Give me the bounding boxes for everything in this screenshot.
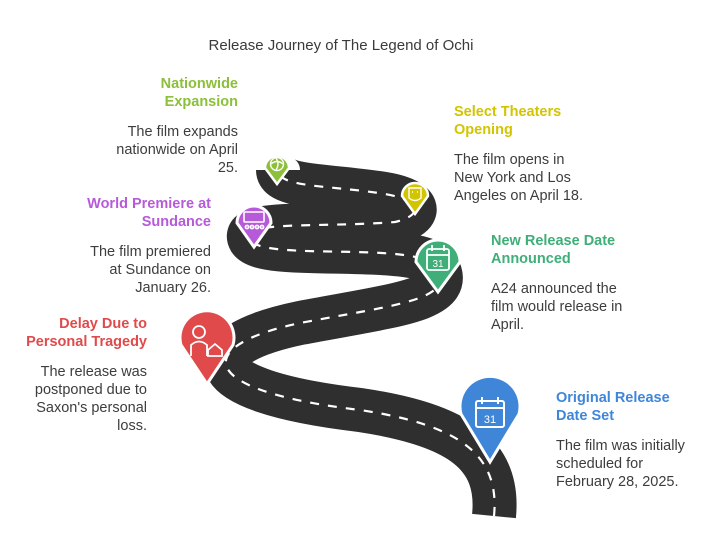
screen-icon <box>243 211 265 230</box>
description-line: January 26. <box>135 280 211 296</box>
heading-line: Personal Tragedy <box>26 334 147 350</box>
original-release-pin: 31 <box>458 374 522 465</box>
description-line: scheduled for <box>556 456 644 472</box>
heading-line: Opening <box>454 122 513 138</box>
milestone-original-release: Original Release Date Set The film was i… <box>556 389 716 491</box>
description-line: postponed due to <box>34 382 147 398</box>
description-line: A24 announced the <box>491 281 617 297</box>
description-line: Saxon's personal <box>36 400 147 416</box>
delay-pin <box>178 309 236 387</box>
milestone-heading: Original Release Date Set <box>556 389 716 425</box>
milestone-description: The film was initially scheduled for Feb… <box>556 437 716 491</box>
person-home-icon <box>190 325 223 357</box>
heading-line: Original Release <box>556 390 670 406</box>
milestone-world-premiere: World Premiere at Sundance The film prem… <box>40 195 211 297</box>
milestone-heading: World Premiere at Sundance <box>40 195 211 231</box>
select-theaters-pin <box>400 181 430 217</box>
calendar-day-text: 31 <box>484 414 496 426</box>
milestone-description: The release was postponed due to Saxon's… <box>0 363 147 435</box>
milestone-description: The film opens in New York and Los Angel… <box>454 151 654 205</box>
description-line: April. <box>491 317 525 333</box>
description-line: The film expands <box>127 124 238 140</box>
heading-line: World Premiere at <box>87 196 211 212</box>
milestone-heading: Delay Due to Personal Tragedy <box>0 315 147 351</box>
milestone-description: The film expands nationwide on April 25. <box>60 123 238 177</box>
description-line: loss. <box>117 418 147 434</box>
heading-line: Select Theaters <box>454 104 562 120</box>
milestone-nationwide: Nationwide Expansion The film expands na… <box>60 75 238 177</box>
milestone-heading: Nationwide Expansion <box>60 75 238 111</box>
milestone-heading: Select Theaters Opening <box>454 103 654 139</box>
calendar-icon: 31 <box>426 245 450 271</box>
nationwide-pin <box>263 154 291 187</box>
milestone-new-release-date: New Release Date Announced A24 announced… <box>491 232 691 334</box>
description-line: February 28, 2025. <box>556 474 679 490</box>
heading-line: Sundance <box>141 214 211 230</box>
heading-line: Nationwide <box>160 76 238 92</box>
calendar-icon: 31 <box>475 397 505 428</box>
milestone-description: A24 announced the film would release in … <box>491 280 691 334</box>
description-line: Angeles on April 18. <box>454 188 583 204</box>
heading-line: Delay Due to <box>59 316 147 332</box>
description-line: nationwide on April <box>116 142 238 158</box>
diagram-title: Release Journey of The Legend of Ochi <box>208 37 474 54</box>
globe-icon <box>269 156 285 172</box>
heading-line: New Release Date <box>491 233 616 249</box>
description-line: The film was initially <box>556 438 685 454</box>
heading-line: Expansion <box>164 94 238 110</box>
description-line: The film opens in <box>454 152 565 168</box>
new-date-pin: 31 <box>414 238 462 295</box>
milestone-select-theaters: Select Theaters Opening The film opens i… <box>454 103 654 205</box>
premiere-pin <box>235 204 273 250</box>
milestone-heading: New Release Date Announced <box>491 232 691 268</box>
description-line: New York and Los <box>454 170 571 186</box>
description-line: film would release in <box>491 299 623 315</box>
heading-line: Date Set <box>556 408 615 424</box>
theater-icon <box>408 187 422 202</box>
description-line: 25. <box>217 160 238 176</box>
heading-line: Announced <box>491 251 571 267</box>
description-line: The film premiered <box>90 244 211 260</box>
description-line: The release was <box>40 364 147 380</box>
description-line: at Sundance on <box>109 262 211 278</box>
calendar-day-text: 31 <box>432 259 444 270</box>
milestone-description: The film premiered at Sundance on Januar… <box>40 243 211 297</box>
milestone-delay: Delay Due to Personal Tragedy The releas… <box>0 315 147 435</box>
